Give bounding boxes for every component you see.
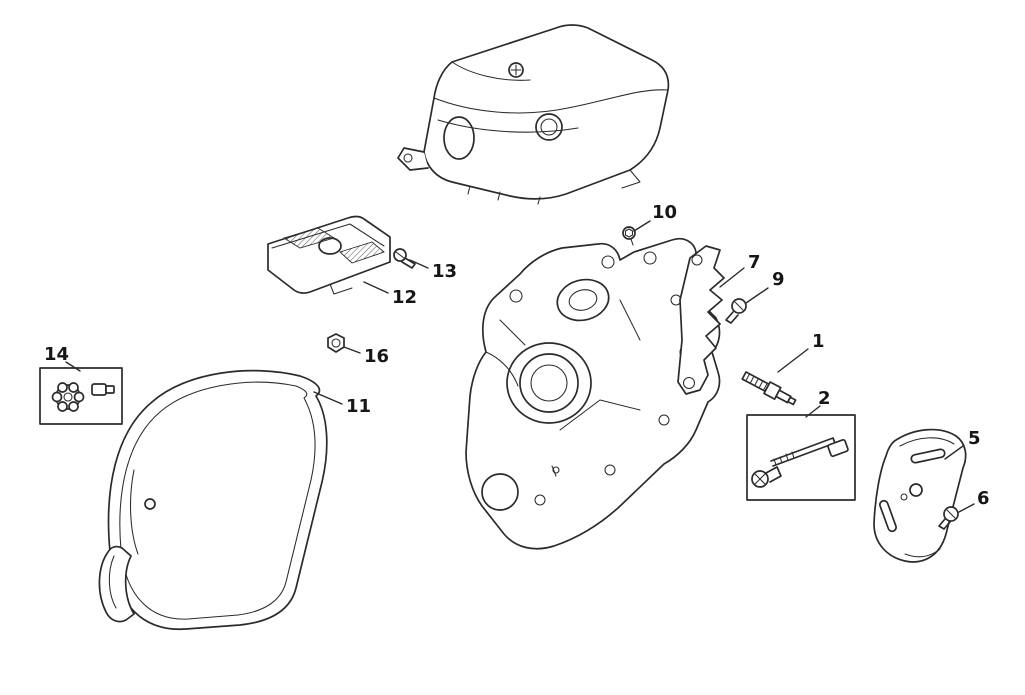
callout-leader-2 [805, 405, 821, 418]
callout-labels: 1 2 5 6 7 9 10 11 12 13 14 16 [44, 202, 990, 509]
tensioner-nut-block-icon [827, 438, 849, 458]
oiler-worm-kit-illustration [39, 367, 123, 425]
callout-label-11: 11 [346, 396, 371, 417]
callout-label-9: 9 [772, 269, 785, 290]
callout-label-5: 5 [968, 428, 981, 449]
callout-leader-7 [719, 267, 745, 288]
plate-screw-icon [938, 506, 959, 530]
filter-screw-icon [393, 248, 416, 269]
callout-label-16: 16 [364, 346, 389, 367]
callout-label-14: 14 [44, 344, 69, 365]
bar-side-plate-illustration [873, 428, 967, 563]
brake-lever-illustration [677, 245, 725, 395]
callout-label-13: 13 [432, 261, 457, 282]
callout-leader-11 [313, 391, 343, 405]
chain-tensioner-kit-illustration [746, 414, 856, 501]
worm-gear-icon [51, 382, 85, 412]
callout-label-7: 7 [748, 252, 761, 273]
callout-leader-1 [777, 348, 809, 373]
callout-leader-9 [745, 287, 769, 304]
callout-leader-16 [343, 346, 361, 354]
callout-label-12: 12 [392, 287, 417, 308]
callout-leader-12 [363, 281, 389, 294]
clutch-side-cover-illustration [98, 369, 328, 630]
callout-leader-6 [958, 503, 975, 513]
callout-label-10: 10 [652, 202, 677, 223]
callout-leader-14 [65, 361, 81, 372]
callout-label-2: 2 [818, 388, 831, 409]
bar-stud-bolt-icon [741, 371, 797, 406]
engine-top-cover-illustration [397, 24, 670, 205]
tensioner-head-screw-icon [751, 466, 782, 488]
air-filter-illustration [267, 215, 391, 295]
tensioner-screw-icon [770, 437, 836, 467]
plug-icon [91, 383, 115, 396]
callout-label-1: 1 [812, 331, 825, 352]
callout-leader-13 [409, 259, 429, 269]
callout-leaders [65, 220, 975, 513]
brake-screw-icon [725, 298, 747, 324]
callout-leader-5 [944, 445, 964, 460]
collar-nut-icon [327, 333, 345, 353]
crankcase-illustration [465, 237, 721, 550]
cover-screw-icon [508, 62, 524, 78]
callout-leader-10 [633, 220, 651, 232]
callout-label-6: 6 [977, 488, 990, 509]
small-screw-10-icon [622, 226, 636, 246]
